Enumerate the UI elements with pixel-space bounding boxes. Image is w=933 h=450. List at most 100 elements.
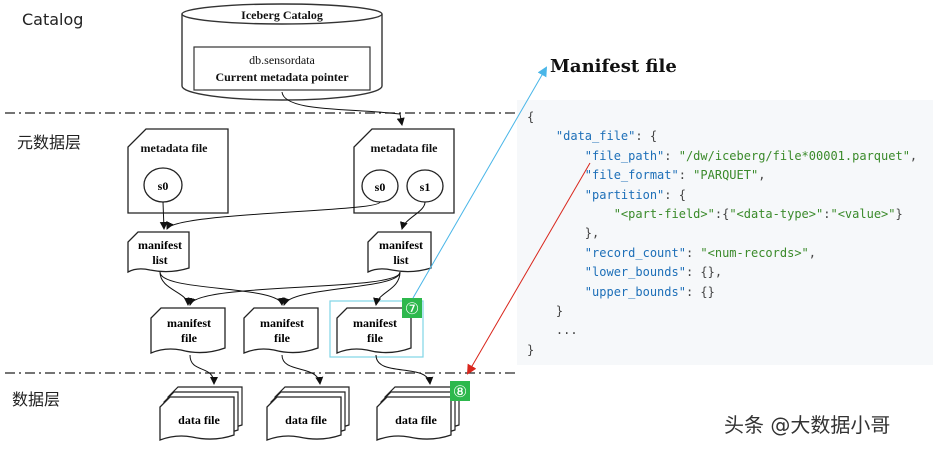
- catalog-pointer: Current metadata pointer: [215, 70, 349, 84]
- manifest-list-label: manifest: [138, 238, 182, 252]
- badge-7-label: ⑦: [405, 301, 419, 318]
- manifest-list-right: manifest list: [367, 231, 432, 274]
- catalog-table-box: [193, 46, 371, 91]
- metadata-file-left: metadata file s0: [127, 128, 229, 214]
- connector: [281, 91, 405, 126]
- code-line: "file_format": "PARQUET",: [527, 168, 766, 183]
- connector: [159, 201, 168, 230]
- data-file-label: data file: [395, 413, 437, 427]
- code-value: "PARQUET": [693, 168, 759, 183]
- manifest-list-label: list: [393, 253, 408, 267]
- connector: [187, 271, 401, 306]
- manifest-file-label: file: [367, 331, 384, 345]
- code-punct: :{: [714, 207, 730, 221]
- manifest-list-label: manifest: [379, 238, 423, 252]
- code-punct: ,: [808, 245, 817, 260]
- manifest-file-3: manifest file: [336, 307, 412, 354]
- code-punct: : {: [664, 187, 686, 202]
- manifest-panel-title: Manifest file: [550, 56, 677, 77]
- watermark: 头条 @大数据小哥: [724, 413, 891, 437]
- catalog-title: Iceberg Catalog: [241, 8, 323, 22]
- data-file-label: data file: [178, 413, 220, 427]
- code-punct: }: [895, 207, 903, 221]
- code-line: "<part-field>":{"<data-type>":"<value>"}: [527, 207, 903, 221]
- manifest-callout-arrow: [412, 66, 548, 299]
- code-line: }: [527, 304, 563, 318]
- manifest-list-left: manifest list: [127, 231, 190, 274]
- code-line: "file_path": "/dw/iceberg/file*00001.par…: [527, 149, 917, 163]
- code-punct: },: [584, 226, 600, 241]
- code-key: "record_count": [584, 245, 686, 260]
- code-line: }: [527, 343, 534, 357]
- manifest-file-1: manifest file: [150, 307, 226, 354]
- metadata-file-right: metadata file s0 s1: [353, 128, 455, 214]
- connector: [159, 271, 286, 306]
- code-line: ...: [527, 323, 578, 337]
- code-line: {: [527, 110, 534, 124]
- connector: [399, 201, 426, 230]
- code-punct: : {: [635, 129, 658, 144]
- code-punct: {: [527, 110, 535, 124]
- code-value: "<num-records>": [700, 245, 809, 260]
- code-punct: :: [678, 168, 694, 183]
- catalog-table-name: db.sensordata: [249, 53, 315, 67]
- manifest-file-label: manifest: [260, 316, 304, 330]
- code-punct: : {}: [685, 284, 715, 299]
- code-punct: ,: [758, 168, 766, 183]
- code-punct: : {},: [685, 265, 723, 280]
- manifest-file-2: manifest file: [243, 307, 319, 354]
- code-punct: :: [664, 148, 679, 163]
- connector: [282, 271, 401, 306]
- code-key: "file_path": [584, 148, 665, 163]
- layer-label-metadata: 元数据层: [17, 133, 82, 152]
- snapshot-s0: s0: [158, 179, 169, 193]
- data-file-stack-1: data file: [159, 386, 243, 441]
- code-punct: }: [527, 342, 535, 357]
- path-callout-arrow: [466, 162, 591, 375]
- code-value: "<part-field>": [613, 207, 715, 221]
- manifest-file-label: file: [181, 331, 198, 345]
- code-punct: ...: [555, 323, 578, 338]
- badge-7: [402, 298, 422, 318]
- code-punct: :: [823, 207, 831, 221]
- code-line: "data_file": {: [527, 129, 657, 143]
- manifest-file-label: file: [274, 331, 291, 345]
- data-file-label: data file: [285, 413, 327, 427]
- connector: [159, 271, 192, 306]
- connector: [166, 201, 381, 230]
- code-line: },: [527, 226, 599, 240]
- code-key: "data_file": [555, 129, 636, 144]
- metadata-file-label: metadata file: [371, 141, 439, 155]
- code-key: "partition": [584, 187, 665, 202]
- data-file-stack-2: data file: [266, 386, 350, 441]
- snapshot-s0: s0: [375, 180, 386, 194]
- code-punct: ,: [909, 148, 918, 163]
- code-punct: :: [685, 245, 701, 260]
- connector: [373, 271, 401, 306]
- manifest-code-panel: [517, 100, 933, 365]
- code-key: "file_format": [584, 168, 679, 183]
- code-punct: }: [555, 304, 564, 318]
- code-key: "upper_bounds": [584, 284, 686, 299]
- code-line: "upper_bounds": {}: [527, 285, 715, 299]
- badge-8-label: ⑧: [453, 384, 467, 401]
- data-file-stack-3: data file: [376, 386, 460, 441]
- code-key: "lower_bounds": [584, 265, 686, 280]
- layer-label-catalog: Catalog: [22, 10, 84, 29]
- connector: [375, 354, 434, 385]
- snapshot-s1: s1: [420, 180, 431, 194]
- metadata-file-label: metadata file: [141, 141, 209, 155]
- manifest-list-label: list: [152, 253, 167, 267]
- code-line: "lower_bounds": {},: [527, 265, 722, 279]
- code-line: "record_count": "<num-records>",: [527, 246, 816, 260]
- manifest-file-label: manifest: [167, 316, 211, 330]
- manifest-file-label: manifest: [353, 316, 397, 330]
- code-line: "partition": {: [527, 188, 686, 202]
- code-value: "<value>": [830, 207, 896, 221]
- badge-8: [450, 381, 470, 401]
- connector: [281, 354, 324, 385]
- connector: [189, 354, 218, 385]
- catalog-cylinder: Iceberg Catalog db.sensordata Current me…: [181, 3, 383, 101]
- code-value: "<data-type>": [729, 207, 824, 221]
